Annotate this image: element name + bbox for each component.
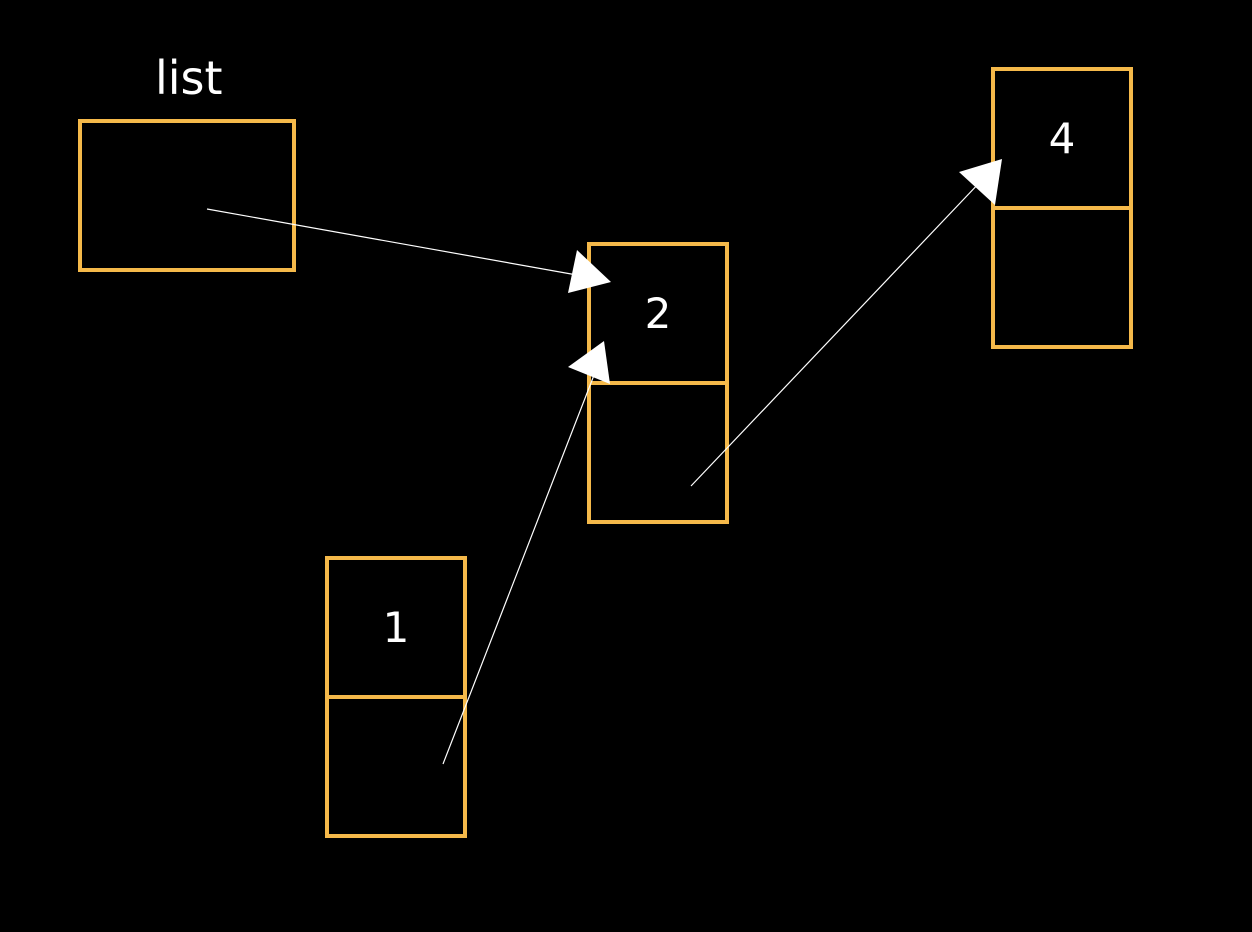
list-label: list <box>155 51 223 105</box>
node-4-value: 4 <box>1048 113 1076 163</box>
arrowhead <box>959 159 1002 205</box>
node-2-next-cell <box>587 381 729 524</box>
arrow-line <box>206 208 589 278</box>
node-2-value: 2 <box>644 288 672 338</box>
node-4-next-cell <box>991 206 1133 349</box>
arrow-node-2-to-node-4 <box>690 159 1002 487</box>
arrowhead <box>568 341 610 384</box>
node-4: 4 <box>991 67 1133 349</box>
arrow-list-to-node-2 <box>206 208 611 293</box>
node-2: 2 <box>587 242 729 524</box>
list-pointer-box <box>78 119 296 272</box>
arrowhead <box>568 250 611 293</box>
node-1-value: 1 <box>382 602 410 652</box>
arrow-node-1-to-node-2 <box>442 341 610 765</box>
arrow-line <box>442 369 597 765</box>
node-1-next-cell <box>325 695 467 838</box>
arrow-line <box>690 179 983 487</box>
node-1: 1 <box>325 556 467 838</box>
